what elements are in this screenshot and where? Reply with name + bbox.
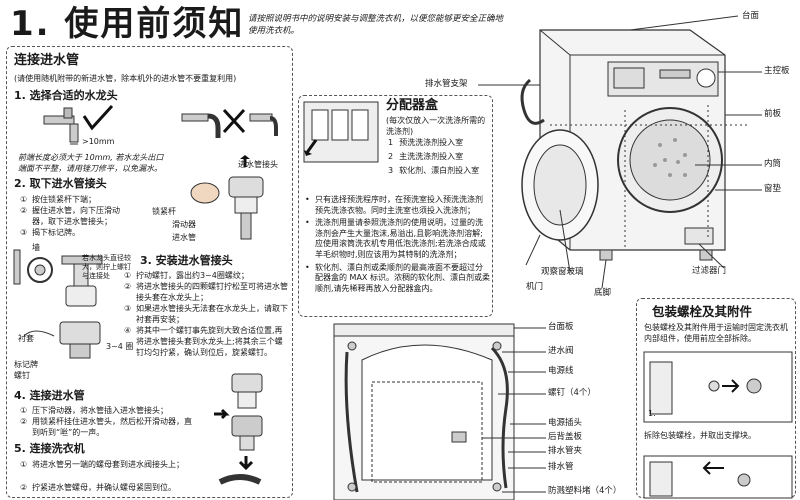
back-label-screws: 螺钉（4个）	[548, 388, 596, 398]
label-slider: 滑动器	[172, 220, 196, 229]
water-inlet-note: (请使用随机附带的新进水管，除本机外的进水管不要重复利用)	[14, 74, 237, 83]
faucet-bad-illustration	[181, 108, 278, 138]
list-item: 软化剂、漂白剂或柔顺剂的最高液面不要超过分配器盒的 MAX 标识。浓稠的软化剂、…	[304, 263, 490, 295]
label-door: 机门	[526, 282, 544, 292]
packing-title: 包装螺栓及其附件	[652, 304, 753, 319]
label-inlet-hose: 进水管	[172, 233, 196, 242]
water-inlet-panel	[6, 46, 293, 498]
label-filter-door: 过滤器门	[692, 266, 727, 276]
faucet-ok-illustration	[43, 104, 114, 145]
page-title: 1. 使用前须知	[10, 4, 245, 44]
washer-back-illustration	[333, 323, 546, 500]
back-label-back-cover: 后背盖板	[548, 432, 583, 442]
label-screw: 螺钉	[14, 371, 30, 380]
label-lock-lever: 锁紧杆	[152, 207, 176, 216]
label-connector: 进水管接头	[238, 160, 278, 169]
dispenser-drawer-illustration	[303, 101, 379, 163]
dispenser-panel	[298, 95, 493, 317]
back-label-power-cord: 电源线	[548, 366, 574, 376]
label-window-glass: 观察窗玻璃	[541, 267, 584, 277]
label-drain-support: 排水管支架	[425, 79, 468, 89]
label-tag: 标记牌	[14, 360, 38, 369]
list-item: 只有选择预洗程序时，在预洗室投入预洗洗涤剂预先洗涤衣物。同时主洗室也须投入洗涤剂…	[304, 195, 490, 216]
packing-step1: 拆除包装螺栓，并取出支撑块。	[644, 431, 756, 440]
label-large-faucet: 若水龙头直径较大，则拧上螺钉与连接处	[82, 254, 131, 280]
step1-caption: 前端长度必须大于 10mm, 若水龙头出口端面不平整，请用锉刀修平，以免漏水。	[18, 153, 164, 173]
faucet-dimension: >10mm	[82, 137, 115, 146]
label-inner-drum: 内筒	[764, 159, 782, 169]
packing-fig-number: 1.	[648, 409, 656, 418]
water-inlet-title: 连接进水管	[14, 53, 80, 68]
dispenser-subtitle: (每次仅放入一次洗涤所需的洗涤剂)	[386, 116, 486, 136]
dispenser-title: 分配器盒	[386, 98, 439, 113]
back-label-power-plug: 电源插头	[548, 418, 583, 428]
label-gasket: 窗垫	[764, 184, 782, 194]
packing-desc: 包装螺栓及其附件用于运输时固定洗衣机内部组件，使用前应全部拆除。	[644, 323, 788, 343]
label-turns: 3~4 圈	[106, 342, 134, 351]
hose-connect-illustration	[214, 373, 263, 485]
washer-front-illustration	[478, 15, 762, 289]
packing-bolt-illustration	[643, 351, 793, 423]
step5-title: 5. 连接洗衣机	[14, 442, 85, 455]
label-wall: 墙	[32, 243, 40, 252]
back-label-plugs: 防溅塑料堵（4个）	[548, 486, 622, 496]
dispenser-notes: 只有选择预洗程序时，在预洗室投入预洗洗涤剂预先洗涤衣物。同时主洗室也须投入洗涤剂…	[304, 195, 490, 294]
back-label-top-plate: 台面板	[548, 322, 574, 332]
step2-title: 2. 取下进水管接头	[14, 177, 107, 190]
step3-title: 3. 安装进水管接头	[140, 254, 233, 267]
label-base: 底脚	[594, 288, 612, 298]
packing-step2-illustration	[643, 455, 793, 499]
step4-title: 4. 连接进水管	[14, 389, 85, 402]
label-front-panel: 前板	[764, 109, 782, 119]
step1-title: 1. 选择合适的水龙头	[14, 89, 118, 102]
list-item: 洗涤剂用量请参照洗涤剂的使用说明，过量的洗涤剂会产生大量泡沫,易溢出,且影响洗涤…	[304, 218, 490, 260]
label-top-panel: 台面	[742, 11, 760, 21]
connector-illustration	[190, 155, 264, 240]
back-label-drain-hose: 排水管	[548, 462, 574, 472]
back-label-drain-clip: 排水管夹	[548, 446, 583, 456]
label-bushing: 衬套	[18, 334, 34, 343]
faucet-connector-diagram	[13, 249, 103, 359]
intro-text: 请按照说明书中的说明安装与调整洗衣机，以便您能够更安全正确地使用洗衣机。	[248, 14, 504, 36]
back-label-inlet-valve: 进水阀	[548, 346, 574, 356]
label-control-panel: 主控板	[764, 66, 790, 76]
